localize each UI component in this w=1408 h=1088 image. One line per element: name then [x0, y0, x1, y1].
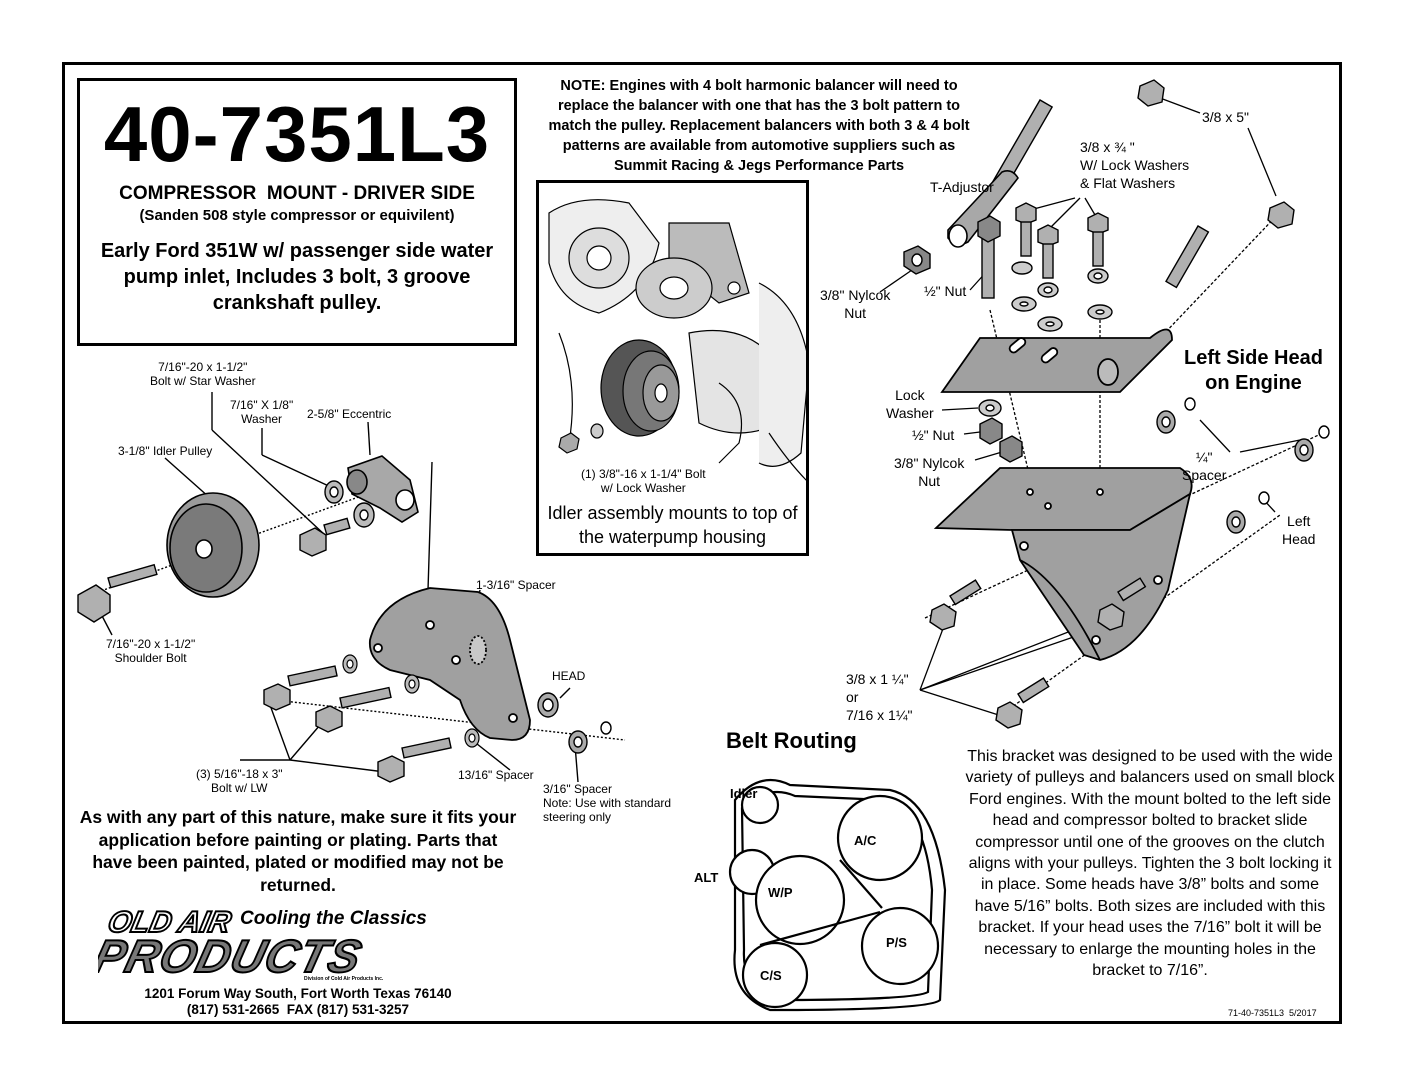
label-t-adjustor: T-Adjustor — [930, 179, 994, 195]
belt-routing-title: Belt Routing — [726, 728, 857, 753]
document-number: 71-40-7351L3 5/2017 — [1228, 1008, 1317, 1018]
label-idler-pulley: 3-1/8" Idler Pulley — [118, 444, 213, 458]
label-shoulder-bolt: 7/16"-20 x 1-1/2"Shoulder Bolt — [106, 637, 196, 665]
svg-text:OLD AIR: OLD AIR — [105, 906, 234, 939]
old-air-products-logo: OLD AIR PRODUCTS Division of Cold Air Pr… — [98, 905, 384, 982]
paint-warning: As with any part of this nature, make su… — [79, 807, 517, 895]
application-text: Early Ford 351W w/ passenger side water … — [100, 240, 494, 314]
balancer-note: NOTE: Engines with 4 bolt harmonic balan… — [548, 78, 970, 174]
product-subtitle: COMPRESSOR MOUNT - DRIVER SIDE — [119, 183, 475, 204]
label-bolt-3-8x5: 3/8 x 5" — [1202, 109, 1249, 125]
label-half-nut-top: ½" Nut — [924, 283, 967, 299]
label-half-nut-bottom: ½" Nut — [912, 427, 955, 443]
label-bolt-3-8x3-4: 3/8 x ¾ "W/ Lock Washers& Flat Washers — [1080, 139, 1190, 191]
engine-photo — [548, 199, 806, 481]
page-frame — [62, 62, 1342, 1024]
label-eccentric: 2-5/8" Eccentric — [307, 407, 392, 421]
label-washer: 7/16" X 1/8"Washer — [230, 398, 294, 426]
photo-caption: Idler assembly mounts to top of the wate… — [547, 503, 798, 547]
part-number: 40-7351L3 — [103, 90, 491, 178]
bracket-description: This bracket was designed to be used wit… — [965, 748, 1335, 980]
belt-label-ps: P/S — [886, 935, 907, 950]
belt-label-wp: W/P — [768, 885, 793, 900]
company-address: 1201 Forum Way South, Fort Worth Texas 7… — [144, 986, 452, 1017]
belt-label-idler: Idler — [730, 786, 758, 801]
belt-label-cs: C/S — [760, 968, 782, 983]
svg-text:PRODUCTS: PRODUCTS — [98, 931, 367, 982]
belt-label-ac: A/C — [854, 833, 877, 848]
label-spacer-13-16: 13/16" Spacer — [458, 768, 534, 782]
svg-text:Division of Cold Air Products: Division of Cold Air Products Inc. — [304, 976, 384, 982]
compressor-note: (Sanden 508 style compressor or equivile… — [139, 207, 455, 224]
label-head: HEAD — [552, 669, 586, 683]
label-bolt-star-washer: 7/16"-20 x 1-1/2"Bolt w/ Star Washer — [150, 360, 256, 388]
label-spacer-1-3-16: 1-3/16" Spacer — [476, 578, 556, 592]
belt-label-alt: ALT — [694, 870, 719, 885]
label-quarter-spacer: ¼"Spacer — [1182, 449, 1227, 483]
label-5-16-bolts: (3) 5/16"-18 x 3"Bolt w/ LW — [196, 767, 283, 795]
title-box: 40-7351L3 COMPRESSOR MOUNT - DRIVER SIDE… — [77, 78, 517, 346]
company-tagline: Cooling the Classics — [240, 908, 427, 929]
